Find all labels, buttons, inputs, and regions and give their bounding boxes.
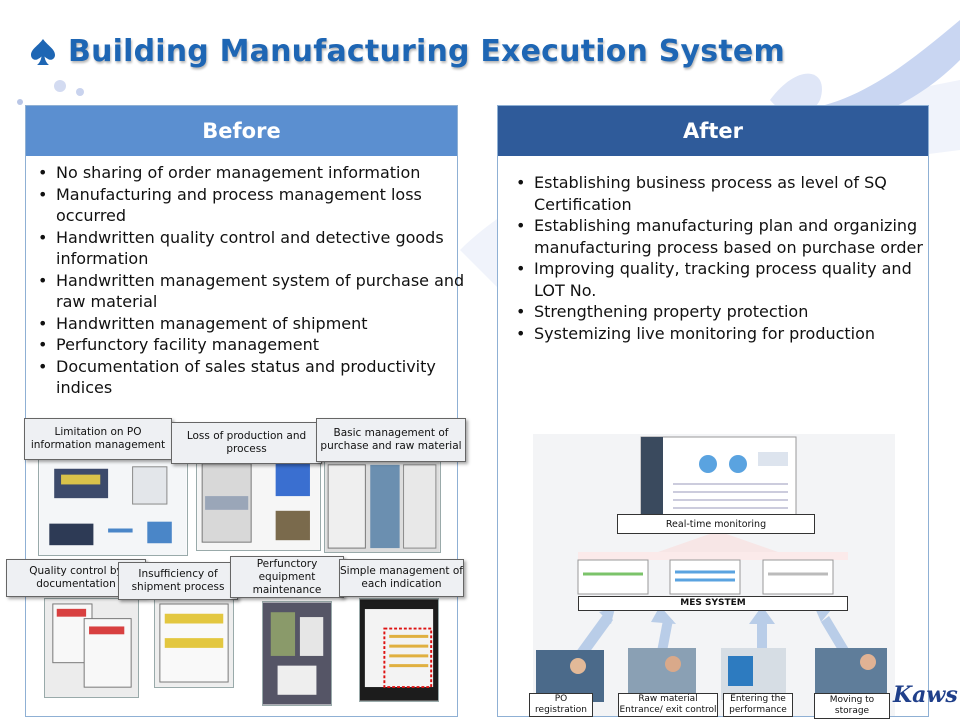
after-panel: After Establishing business process as l…	[497, 105, 930, 719]
title-bar: Building Manufacturing Execution System	[28, 34, 785, 69]
photo-quality-docs	[44, 598, 139, 698]
page-title: Building Manufacturing Execution System	[68, 34, 785, 69]
list-item: Perfunctory facility management	[26, 334, 466, 356]
system-screen-icon	[577, 559, 834, 595]
photo-shipment	[154, 598, 234, 688]
company-logo: Kaws	[893, 682, 958, 708]
mes-diagram	[533, 434, 895, 716]
before-header: Before	[26, 106, 457, 156]
photo-raw-material	[324, 456, 441, 553]
list-item: Systemizing live monitoring for producti…	[504, 323, 930, 345]
list-item: Handwritten management of shipment	[26, 313, 466, 335]
caption-equipment: Perfunctory equipment maintenance	[230, 556, 344, 598]
photo-monitor	[359, 598, 439, 702]
caption-purchase-raw: Basic management of purchase and raw mat…	[316, 418, 466, 462]
list-item: Establishing manufacturing plan and orga…	[504, 215, 930, 258]
list-item: Improving quality, tracking process qual…	[504, 258, 930, 301]
before-panel: Before No sharing of order management in…	[6, 105, 466, 717]
list-item: Manufacturing and process management los…	[26, 184, 466, 227]
before-list: No sharing of order management informati…	[26, 162, 466, 399]
after-list: Establishing business process as level o…	[504, 172, 930, 344]
photo-equipment	[262, 601, 332, 706]
list-item: Handwritten quality control and detectiv…	[26, 227, 466, 270]
photo-work-order	[196, 451, 321, 551]
list-item: No sharing of order management informati…	[26, 162, 466, 184]
spade-icon	[31, 38, 55, 65]
caption-indication: Simple management of each indication	[339, 559, 464, 597]
list-item: Strengthening property protection	[504, 301, 930, 323]
caption-raw-material: Raw material Entrance/ exit control	[618, 693, 718, 717]
photo-po-screens	[38, 456, 188, 556]
caption-storage: Moving to storage	[814, 693, 890, 719]
realtime-monitoring-label: Real-time monitoring	[617, 514, 815, 534]
caption-po-limit: Limitation on PO information management	[24, 418, 172, 460]
list-item: Handwritten management system of purchas…	[26, 270, 466, 313]
operator-photo-icon	[536, 648, 887, 702]
after-header: After	[498, 106, 928, 156]
caption-po-registration: PO registration	[529, 693, 593, 717]
caption-shipment: Insufficiency of shipment process	[118, 562, 238, 600]
caption-production-loss: Loss of production and process	[171, 422, 322, 464]
list-item: Documentation of sales status and produc…	[26, 356, 466, 399]
mes-system-label: MES SYSTEM	[578, 596, 848, 611]
caption-performance: Entering the performance	[723, 693, 793, 717]
list-item: Establishing business process as level o…	[504, 172, 930, 215]
dashboard-screen-icon	[640, 436, 797, 516]
